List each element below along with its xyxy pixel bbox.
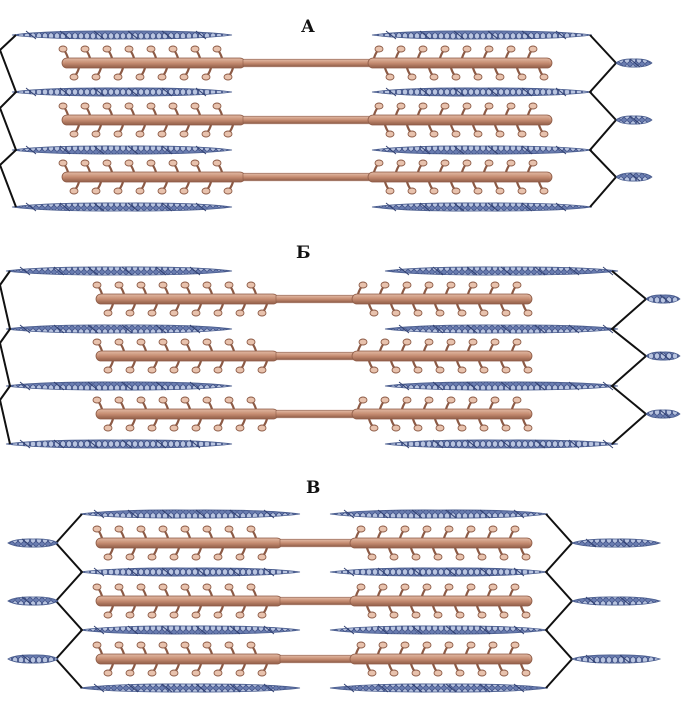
actin-filament xyxy=(5,266,233,276)
z-line-right xyxy=(610,270,648,445)
actin-filament xyxy=(384,324,619,334)
actin-filament xyxy=(570,596,662,606)
actin-filament xyxy=(329,509,549,519)
myosin-filament xyxy=(92,525,533,561)
actin-filament xyxy=(645,409,681,419)
z-line-right xyxy=(544,513,574,689)
actin-filament xyxy=(79,509,301,519)
actin-filament xyxy=(79,567,301,577)
actin-filament xyxy=(7,538,59,548)
sarcomere-panel-c xyxy=(7,509,662,693)
actin-filament xyxy=(645,294,681,304)
actin-filament xyxy=(371,202,593,212)
sarcomere-panel-b xyxy=(0,266,681,449)
actin-filament xyxy=(645,351,681,361)
myosin-filament xyxy=(92,396,533,432)
actin-filament xyxy=(79,625,301,635)
actin-filament xyxy=(329,625,549,635)
myosin-filament xyxy=(58,102,553,138)
myosin-filament xyxy=(92,641,533,677)
panel-label-a: А xyxy=(301,17,315,37)
panel-label-b: Б xyxy=(296,243,311,263)
actin-filament xyxy=(5,381,233,391)
z-line-left xyxy=(0,270,12,445)
actin-filament xyxy=(570,538,662,548)
actin-filament xyxy=(615,115,653,125)
actin-filament xyxy=(7,654,59,664)
z-line-left xyxy=(54,513,84,689)
actin-filament xyxy=(11,202,233,212)
actin-filament xyxy=(79,683,301,693)
myosin-filament xyxy=(92,583,533,619)
actin-filament xyxy=(11,30,233,40)
actin-filament xyxy=(371,30,593,40)
actin-filament xyxy=(384,266,619,276)
actin-filament xyxy=(5,324,233,334)
actin-filament xyxy=(615,172,653,182)
actin-filament xyxy=(11,87,233,97)
actin-filament xyxy=(329,567,549,577)
actin-filament xyxy=(384,381,619,391)
z-line-left xyxy=(0,34,18,208)
actin-filament xyxy=(615,58,653,68)
myosin-filament xyxy=(92,281,533,317)
z-line-right xyxy=(588,34,618,208)
actin-filament xyxy=(371,87,593,97)
actin-filament xyxy=(329,683,549,693)
sarcomere-panel-a xyxy=(0,30,653,212)
myosin-filament xyxy=(58,45,553,81)
actin-filament xyxy=(371,145,593,155)
panel-label-c: В xyxy=(306,478,320,498)
myosin-filament xyxy=(58,159,553,195)
actin-filament xyxy=(11,145,233,155)
myosin-filament xyxy=(92,338,533,374)
actin-filament xyxy=(7,596,59,606)
actin-filament xyxy=(5,439,233,449)
actin-filament xyxy=(570,654,662,664)
actin-filament xyxy=(384,439,619,449)
